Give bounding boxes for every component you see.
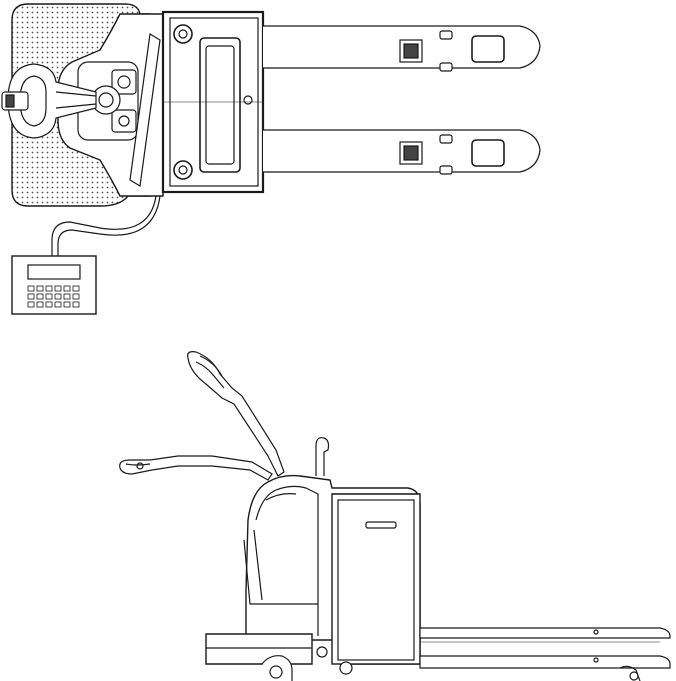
battery-compartment bbox=[331, 493, 421, 665]
top-view bbox=[1, 3, 541, 315]
platform bbox=[205, 633, 328, 665]
tiller-arm-lowered bbox=[119, 455, 273, 481]
tiller-handle bbox=[1, 63, 97, 139]
side-view bbox=[119, 351, 671, 681]
fork-right bbox=[263, 129, 541, 175]
forks bbox=[419, 627, 671, 669]
fork-left bbox=[263, 25, 541, 72]
scale-cable bbox=[51, 195, 157, 258]
handle-bar bbox=[129, 33, 161, 187]
wheels bbox=[261, 655, 641, 681]
battery-cover bbox=[161, 10, 265, 194]
lift-hook bbox=[315, 437, 330, 476]
scale-indicator bbox=[11, 255, 97, 315]
tiller-arm-raised bbox=[187, 351, 285, 477]
